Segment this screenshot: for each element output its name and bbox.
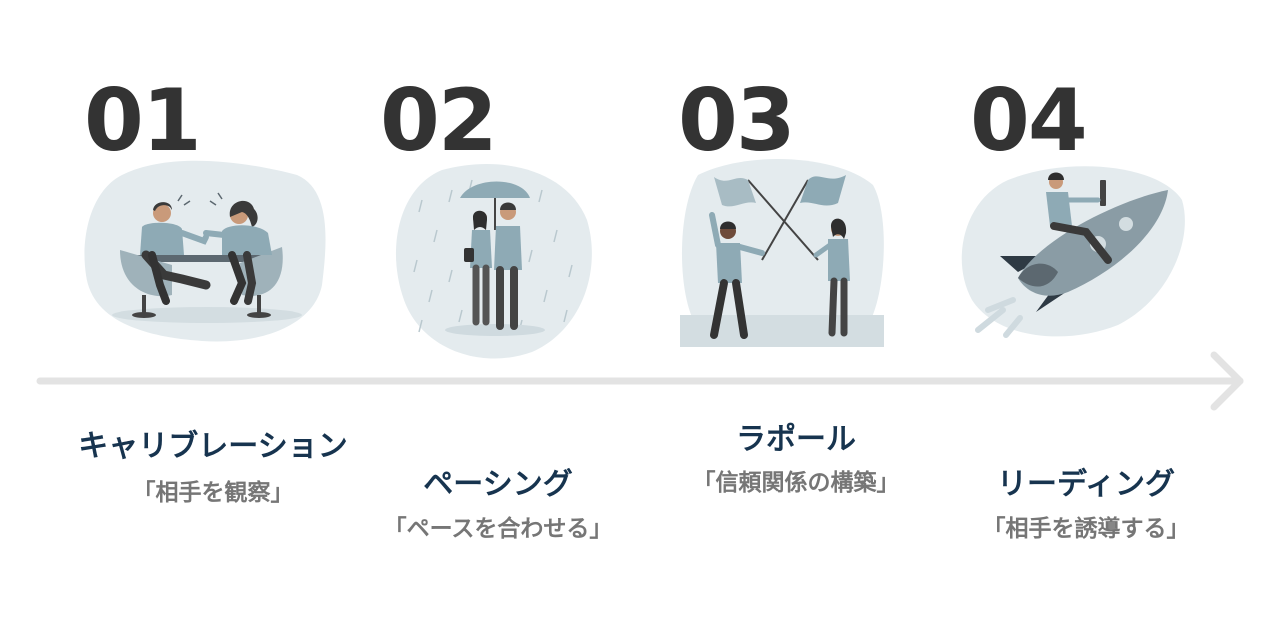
step-title-04: リーディング bbox=[997, 467, 1175, 502]
step-subtitle-01: 「相手を観察」 bbox=[132, 480, 294, 506]
meeting-illustration bbox=[84, 160, 326, 342]
step-title-03: ラポール bbox=[736, 422, 856, 457]
umbrella-illustration bbox=[395, 164, 592, 359]
arrow-right-icon bbox=[1210, 351, 1244, 411]
step-title-01: キャリブレーション bbox=[78, 429, 348, 464]
flags-illustration bbox=[680, 158, 884, 347]
step-subtitle-04: 「相手を誘導する」 bbox=[982, 516, 1190, 542]
rocket-illustration bbox=[961, 166, 1185, 338]
step-title-02: ペーシング bbox=[423, 467, 573, 502]
step-number-02: 02 bbox=[380, 71, 498, 171]
step-number-01: 01 bbox=[84, 71, 202, 171]
step-number-03: 03 bbox=[678, 71, 796, 171]
timeline-arrow bbox=[36, 351, 1244, 411]
step-number-04: 04 bbox=[970, 71, 1088, 171]
step-subtitle-02: 「ペースを合わせる」 bbox=[383, 516, 613, 542]
step-subtitle-03: 「信頼関係の構築」 bbox=[692, 470, 900, 496]
